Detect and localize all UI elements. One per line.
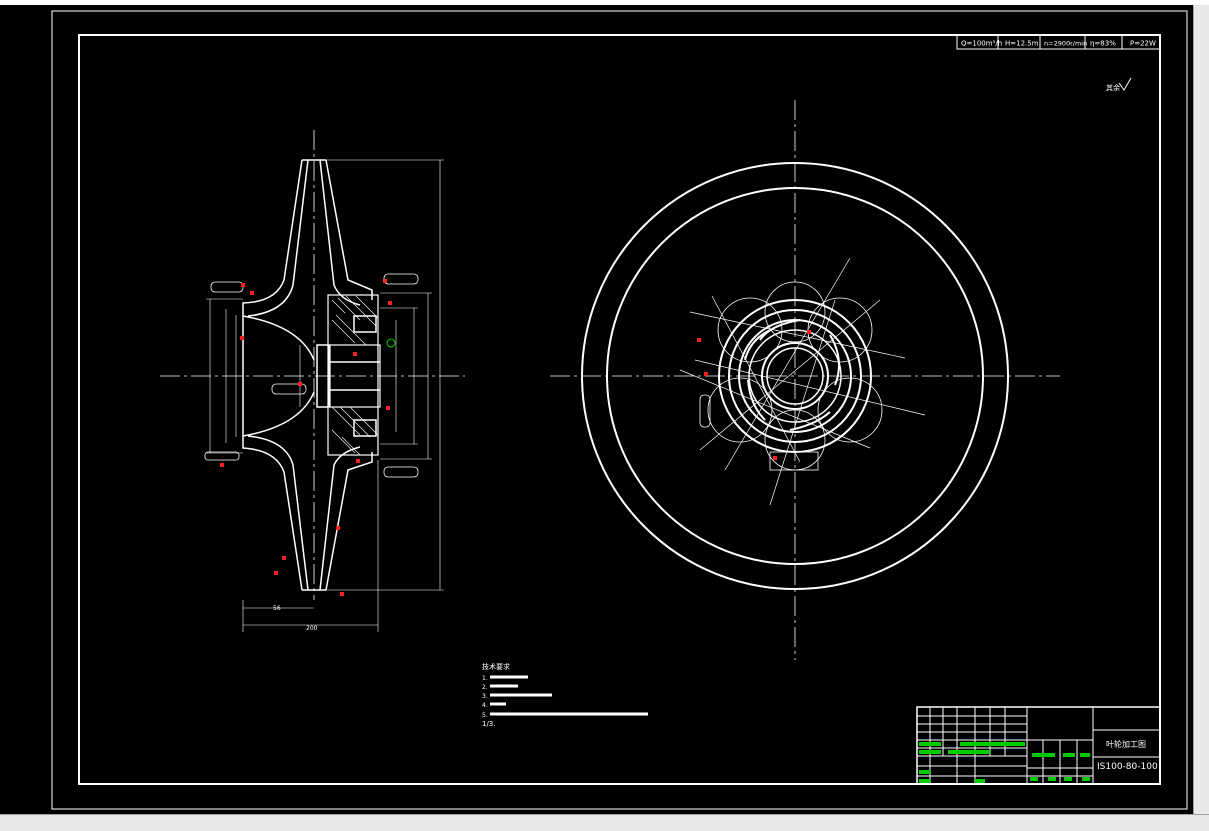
tolerance-callouts xyxy=(204,273,419,478)
red-marks-right xyxy=(697,330,811,460)
impeller-front-view xyxy=(550,100,1060,660)
part-name: 叶轮加工图 xyxy=(1106,739,1146,749)
horizontal-scrollbar[interactable] xyxy=(0,814,1209,831)
param-head: H=12.5m xyxy=(1005,40,1039,48)
notes-title: 技术要求 xyxy=(482,662,510,671)
red-marks-left xyxy=(220,279,392,596)
title-block-green-text xyxy=(919,742,1090,783)
note-item-3: 3. xyxy=(482,693,488,700)
impeller-section-view xyxy=(160,130,465,632)
note-item-2: 2. xyxy=(482,684,488,691)
note-item-5: 5. xyxy=(482,712,488,719)
note-text-strokes xyxy=(490,675,648,716)
param-power: P=22W xyxy=(1130,40,1156,48)
drawing-number: IS100-80-100 xyxy=(1097,762,1158,772)
inner-frame xyxy=(78,34,1161,785)
roughness-note: 其余 xyxy=(1106,83,1120,92)
param-efficiency: η=83% xyxy=(1090,40,1116,48)
parameter-table: Q=100m³/h H=12.5m n=2900r/min η=83% P=22… xyxy=(956,34,1161,50)
param-speed: n=2900r/min xyxy=(1044,40,1087,48)
dim-hub-width: 56 xyxy=(273,605,281,612)
note-item-4: 4. xyxy=(482,702,488,709)
roughness-symbol: 其余 xyxy=(1106,77,1132,92)
vertical-scrollbar[interactable] xyxy=(1193,5,1209,814)
dim-total-width: 200 xyxy=(306,625,318,632)
param-flow: Q=100m³/h xyxy=(961,40,1002,48)
drawing-canvas[interactable]: Q=100m³/h H=12.5m n=2900r/min η=83% P=22… xyxy=(0,5,1193,814)
outer-frame xyxy=(51,10,1188,810)
note-item-6: 1/3. xyxy=(482,720,496,728)
note-item-1: 1. xyxy=(482,675,488,682)
technical-notes: 技术要求 1. 2. 3. 4. 5. 1/3. xyxy=(482,662,510,728)
